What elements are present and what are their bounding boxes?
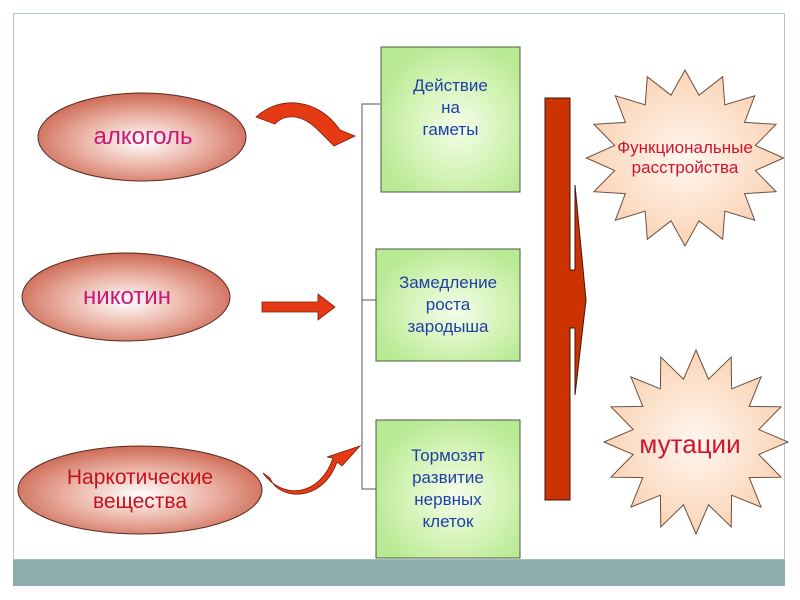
cause-label-nicotine: никотин <box>83 283 171 311</box>
curved-arrow-up-icon <box>262 445 362 495</box>
effect-label-embryo: Замедление роста зародыша <box>398 272 498 337</box>
cause-ellipse-alcohol <box>37 92 247 182</box>
effect-label-nerves: Тормозят развитие нервных клеток <box>411 445 485 532</box>
bracket-connector <box>361 103 380 490</box>
cause-label-alcohol: алкоголь <box>93 123 193 151</box>
effect-label-gametes: Действие на гаметы <box>413 75 488 140</box>
outcome-label-mutations: мутации <box>639 429 741 460</box>
outcome-star-functional <box>585 68 785 248</box>
straight-arrow-right-icon <box>261 293 336 321</box>
effect-box-gametes <box>380 46 521 193</box>
footer-bar <box>13 559 785 586</box>
cause-label-drugs: Наркотические вещества <box>66 465 214 513</box>
cause-ellipse-drugs <box>17 445 263 535</box>
effect-box-embryo <box>375 248 521 362</box>
outcome-label-functional: Функциональные расстройства <box>617 138 753 177</box>
curved-arrow-down-icon <box>255 102 356 147</box>
cause-ellipse-nicotine <box>21 252 231 342</box>
outcome-star-mutations <box>602 348 790 536</box>
big-block-arrow-icon <box>544 97 587 501</box>
effect-box-nerves <box>375 419 521 559</box>
